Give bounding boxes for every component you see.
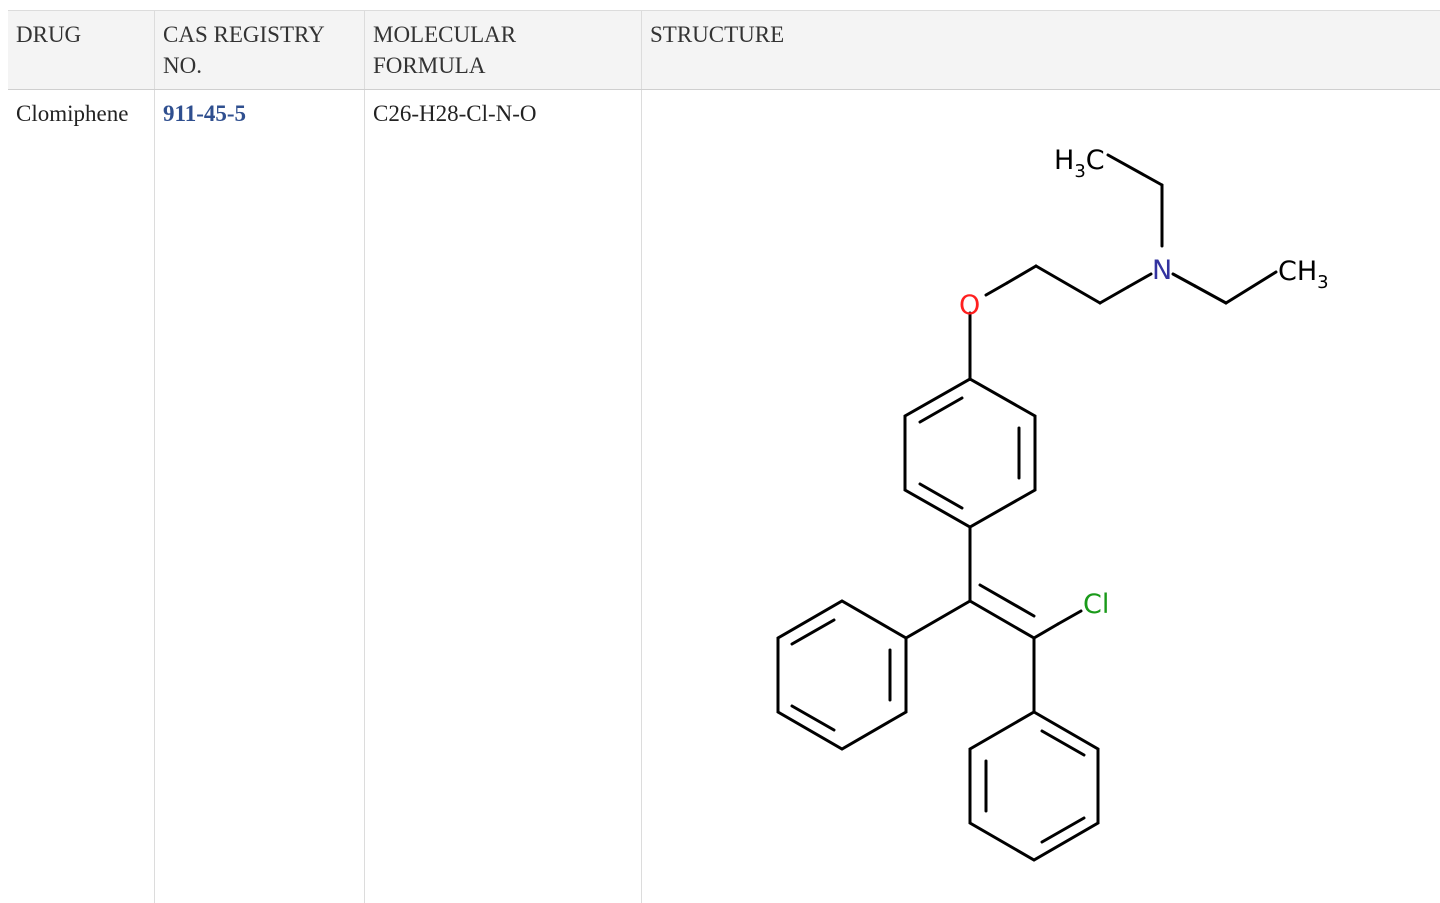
atom-label-chlorine: Cl — [1083, 589, 1109, 620]
molecular-formula: C26-H28-Cl-N-O — [365, 90, 642, 903]
bond — [1040, 729, 1086, 757]
drug-name: Clomiphene — [8, 90, 155, 903]
table-header-row: DRUG CAS REGISTRY NO. MOLECULAR FORMULA … — [8, 10, 1440, 90]
benzene-ring-left — [776, 599, 908, 751]
bond — [1171, 272, 1197, 288]
atom-label-h3c: H3C — [1054, 145, 1105, 182]
header-molecular-formula: MOLECULAR FORMULA — [365, 11, 642, 89]
atom-label-ch3: CH3 — [1278, 256, 1329, 293]
atom-label-nitrogen: N — [1152, 255, 1172, 286]
bond — [984, 281, 1009, 297]
bond — [1193, 284, 1228, 305]
header-structure: STRUCTURE — [650, 22, 785, 47]
bond — [1126, 272, 1153, 289]
bond — [790, 618, 836, 646]
header-drug: DRUG — [8, 11, 155, 89]
chemical-structure-diagram: H3C N CH3 O Cl — [776, 145, 1329, 862]
structure-cell: H3C N CH3 O Cl — [642, 90, 1440, 903]
bond — [1098, 285, 1130, 305]
bond — [1106, 153, 1164, 187]
bond — [1040, 816, 1086, 844]
bond — [978, 583, 1036, 618]
cas-cell: 911-45-5 — [155, 90, 365, 903]
cas-registry-link[interactable]: 911-45-5 — [163, 101, 247, 126]
atom-label-oxygen: O — [959, 290, 980, 321]
bond — [918, 482, 964, 510]
header-cas-registry-no: CAS REGISTRY NO. — [155, 11, 365, 89]
drug-table: DRUG CAS REGISTRY NO. MOLECULAR FORMULA … — [8, 10, 1440, 903]
bond — [1056, 609, 1083, 626]
bond — [1005, 264, 1038, 285]
bond — [1032, 622, 1060, 640]
bond — [904, 599, 972, 640]
bond — [968, 599, 1036, 640]
benzene-ring-top — [903, 377, 1037, 529]
bond — [790, 704, 836, 732]
table-row: Clomiphene 911-45-5 C26-H28-Cl-N-O — [8, 90, 1440, 903]
benzene-ring-bottom — [968, 710, 1100, 862]
bond — [1224, 270, 1278, 305]
bond — [1034, 264, 1102, 305]
bond — [918, 396, 964, 424]
